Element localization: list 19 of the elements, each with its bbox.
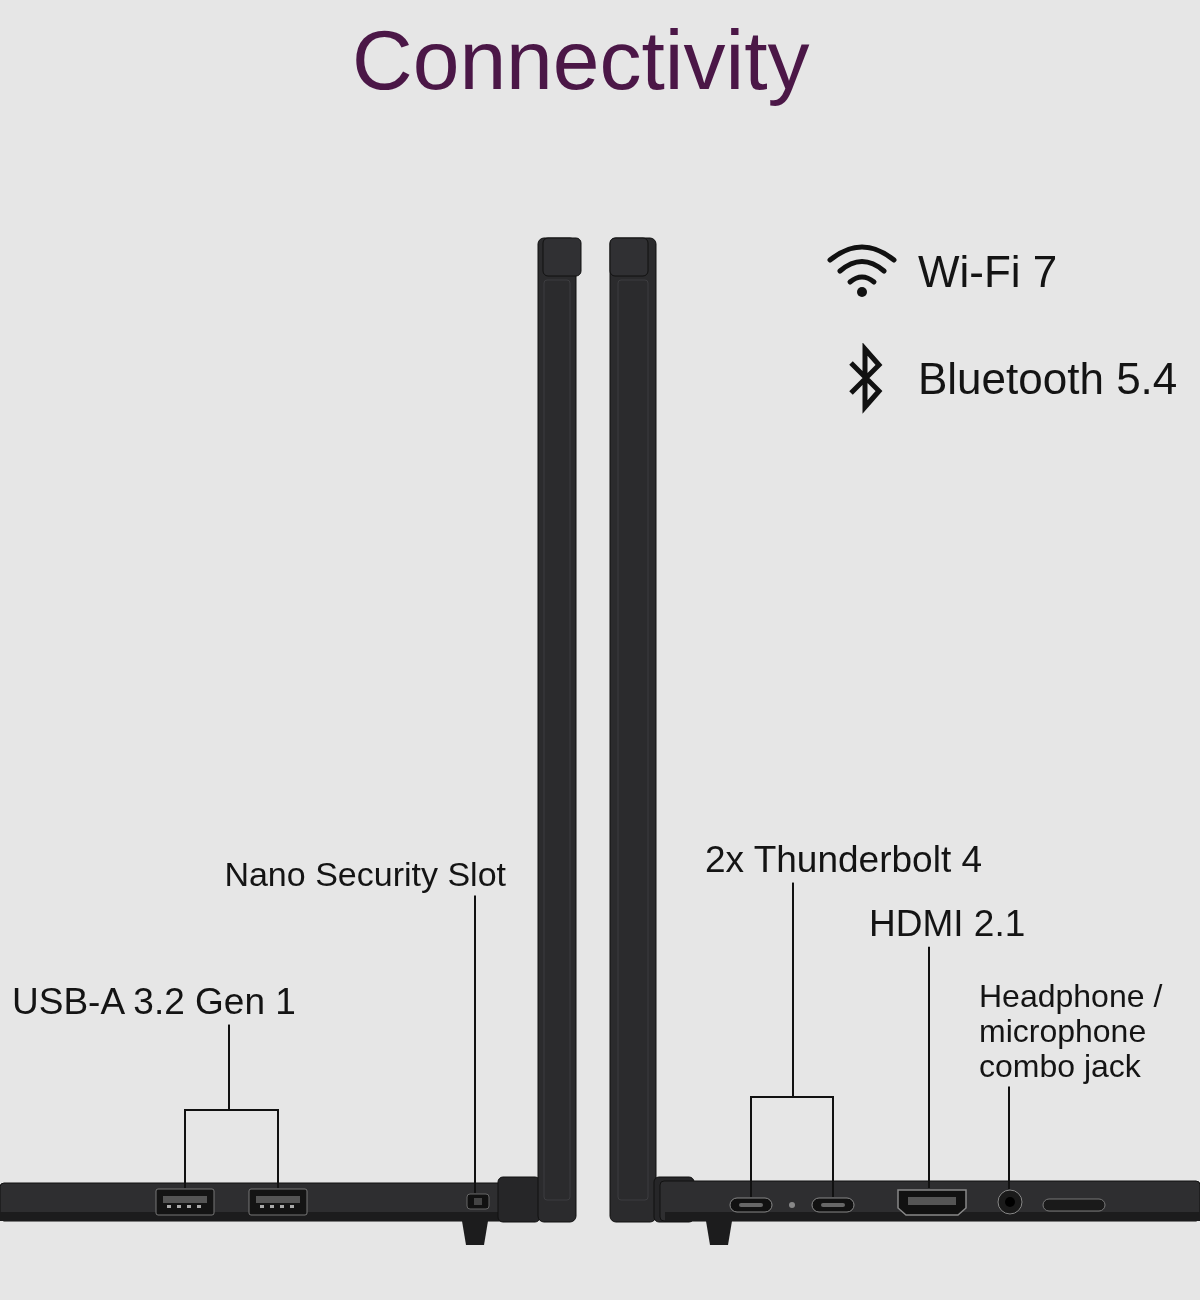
leader-line	[1008, 1085, 1010, 1190]
feature-label: Wi-Fi 7	[918, 248, 1058, 297]
usb-a-port	[248, 1188, 308, 1216]
feature-label: Bluetooth 5.4	[918, 355, 1178, 404]
callout-label: Headphone / microphone combo jack	[979, 979, 1194, 1085]
callout-label: USB-A 3.2 Gen 1	[12, 982, 296, 1023]
callout-label: Nano Security Slot	[196, 856, 506, 894]
usb-a-port	[155, 1188, 215, 1216]
callout-label: HDMI 2.1	[869, 904, 1026, 945]
usb-c-port	[811, 1197, 855, 1213]
leader-line	[792, 881, 834, 1198]
hdmi-port	[896, 1188, 968, 1217]
leader-line	[228, 1023, 279, 1189]
leader-line	[474, 894, 476, 1194]
leader-line	[928, 945, 930, 1189]
callout-label: 2x Thunderbolt 4	[705, 840, 982, 881]
security-slot	[466, 1193, 490, 1210]
audio-jack	[997, 1189, 1023, 1215]
usb-c-port	[729, 1197, 773, 1213]
